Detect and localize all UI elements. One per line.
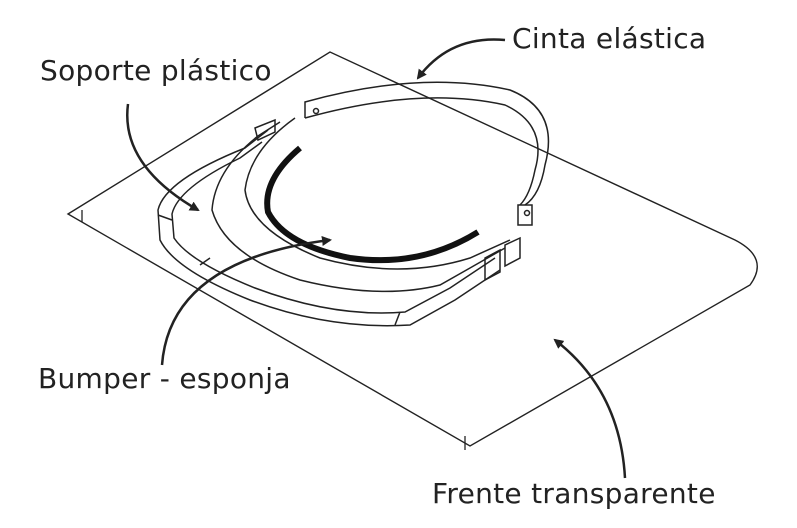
transparent-front-sheet — [66, 51, 758, 447]
arrow-frente — [553, 338, 627, 479]
label-cinta-elastica: Cinta elástica — [512, 22, 707, 55]
label-bumper-esponja: Bumper - esponja — [38, 362, 291, 395]
elastic-strap — [304, 81, 550, 226]
arrow-soporte — [126, 103, 200, 212]
arrow-cinta — [416, 38, 506, 80]
bumper-sponge — [264, 145, 480, 264]
arrow-bumper — [160, 236, 332, 366]
plastic-support — [157, 117, 521, 327]
label-soporte-plastico: Soporte plástico — [40, 54, 272, 87]
label-frente-transparente: Frente transparente — [432, 477, 716, 510]
